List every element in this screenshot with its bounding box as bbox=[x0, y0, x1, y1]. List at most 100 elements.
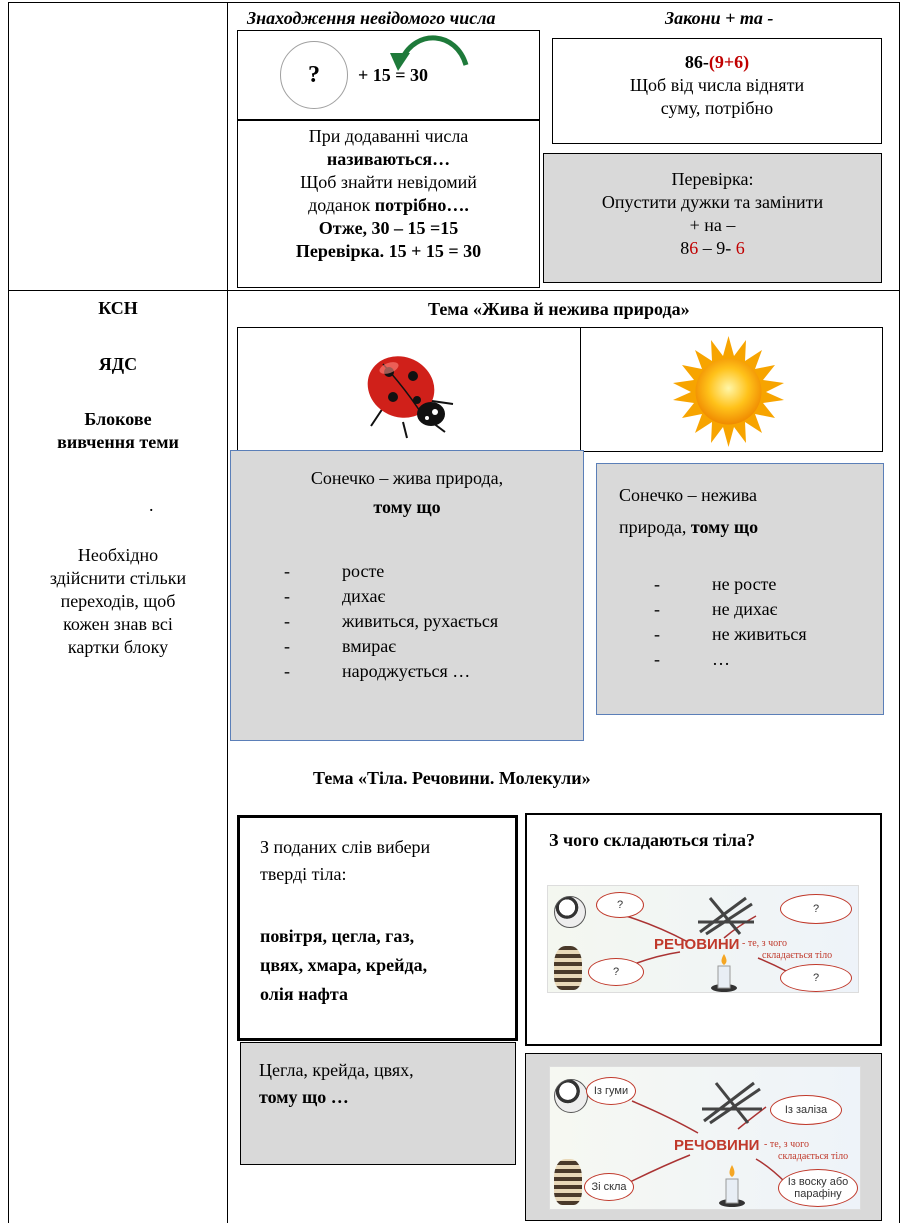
check-line-1: Перевірка: bbox=[671, 169, 754, 189]
law-line-2: суму, потрібно bbox=[660, 98, 774, 118]
answer-line-2: тому що … bbox=[259, 1087, 349, 1107]
sun-image-box bbox=[580, 327, 883, 452]
answer-line-1: Цегла, крейда, цвях, bbox=[259, 1060, 414, 1080]
list-item: народжується … bbox=[267, 659, 498, 684]
substances-sub-2b: складається тіло bbox=[778, 1151, 849, 1162]
table-border-right bbox=[899, 2, 900, 1223]
addition-line-2: називаються… bbox=[326, 149, 451, 169]
living-line-1: Сонечко – жива природа, bbox=[310, 468, 504, 488]
vase-icon bbox=[554, 946, 582, 990]
substances-diagram-questions: ? ? ? ? РЕЧОВИНИ - те, з чого складаєтьс… bbox=[547, 885, 859, 993]
left-yads: ЯДС bbox=[98, 354, 138, 374]
task-line-2: тверді тіла: bbox=[260, 864, 347, 884]
equation-box: ? + 15 = 30 bbox=[237, 30, 540, 120]
ladybug-icon bbox=[367, 356, 454, 439]
subtraction-law-box: 86-(9+6) Щоб від числа відняти суму, пот… bbox=[552, 38, 882, 144]
list-item: не живиться bbox=[637, 622, 807, 647]
answer-bubble-glass: Зі скла bbox=[584, 1173, 634, 1201]
note-line-3: переходів, щоб bbox=[60, 591, 176, 611]
ball-icon bbox=[554, 896, 586, 928]
left-ksn: КСН bbox=[98, 298, 138, 318]
nonliving-nature-card: Сонечко – нежива природа, тому що не рос… bbox=[596, 463, 884, 715]
left-note: Необхідно здійснити стільки переходів, щ… bbox=[9, 544, 227, 659]
nails-icon bbox=[702, 1081, 762, 1125]
substances-answer-card: Із гуми Із заліза Зі скла Із воску або п… bbox=[525, 1053, 882, 1221]
note-line-2: здійснити стільки bbox=[49, 568, 187, 588]
substances-sub-2a: - те, з чого bbox=[764, 1139, 809, 1150]
list-item: росте bbox=[267, 559, 498, 584]
answer-text: Цегла, крейда, цвях, тому що … bbox=[259, 1057, 414, 1111]
curved-arrow-icon bbox=[390, 35, 469, 71]
substances-question: З чого складаються тіла? bbox=[549, 830, 755, 850]
task-words: повітря, цегла, газ, цвях, хмара, крейда… bbox=[260, 922, 427, 1009]
table-row-divider bbox=[8, 290, 900, 291]
addition-line-1: При додаванні числа bbox=[308, 126, 469, 146]
bodies-title: Тема «Тіла. Речовини. Молекули» bbox=[313, 768, 591, 788]
check-line-2: Опустити дужки та замінити bbox=[601, 192, 824, 212]
answer-card: Цегла, крейда, цвях, тому що … bbox=[240, 1042, 516, 1165]
task-word-line-3: олія нафта bbox=[260, 984, 348, 1004]
sun-icon bbox=[673, 336, 784, 447]
substances-sub-1b: складається тіло bbox=[762, 950, 833, 961]
note-line-5: картки блоку bbox=[67, 637, 169, 657]
living-line-2: тому що bbox=[373, 497, 441, 517]
ladybug-image-box bbox=[237, 327, 582, 452]
list-item: не дихає bbox=[637, 597, 807, 622]
unknown-circle: ? bbox=[280, 41, 348, 109]
substances-diagram-answers: Із гуми Із заліза Зі скла Із воску або п… bbox=[549, 1066, 861, 1210]
question-bubble-3: ? bbox=[588, 958, 644, 986]
note-line-1: Необхідно bbox=[77, 545, 159, 565]
substances-question-card: З чого складаються тіла? ? ? ? ? РЕЧОВИН… bbox=[525, 813, 882, 1046]
list-item: живиться, рухається bbox=[267, 609, 498, 634]
nonliving-line-2: природа, тому що bbox=[619, 517, 759, 537]
solid-bodies-task-card: З поданих слів вибери тверді тіла: повіт… bbox=[237, 815, 518, 1041]
vase-icon bbox=[554, 1159, 582, 1205]
substances-label-1: РЕЧОВИНИ bbox=[654, 936, 740, 953]
list-item: не росте bbox=[637, 572, 807, 597]
list-item: вмирає bbox=[267, 634, 498, 659]
list-item: дихає bbox=[267, 584, 498, 609]
addition-rule-box: При додаванні числа називаються… Щоб зна… bbox=[237, 120, 540, 288]
ball-icon bbox=[554, 1079, 588, 1113]
addition-line-3: Щоб знайти невідомий bbox=[300, 172, 477, 192]
living-reasons-list: росте дихає живиться, рухається вмирає н… bbox=[267, 559, 498, 684]
nature-title: Тема «Жива й нежива природа» bbox=[428, 299, 690, 319]
answer-bubble-rubber: Із гуми bbox=[586, 1077, 636, 1105]
nonliving-line-1: Сонечко – нежива bbox=[619, 485, 758, 505]
header-unknown-number: Знаходження невідомого числа bbox=[247, 8, 496, 28]
left-dot: . bbox=[149, 495, 154, 515]
law-expression: 86-(9+6) bbox=[684, 52, 750, 72]
question-bubble-2: ? bbox=[780, 894, 852, 924]
check-box: Перевірка: Опустити дужки та замінити + … bbox=[543, 153, 882, 283]
equation-rest: + 15 = 30 bbox=[358, 65, 429, 85]
addition-line-6: Перевірка. 15 + 15 = 30 bbox=[295, 241, 482, 261]
law-line-1: Щоб від числа відняти bbox=[629, 75, 805, 95]
nonliving-reasons-list: не росте не дихає не живиться … bbox=[637, 572, 807, 672]
unknown-mark: ? bbox=[308, 61, 320, 88]
list-item: … bbox=[637, 647, 807, 672]
check-line-4: 86 – 9- 6 bbox=[680, 238, 745, 258]
answer-bubble-iron: Із заліза bbox=[770, 1095, 842, 1125]
note-line-4: кожен знав всі bbox=[63, 614, 173, 634]
header-laws: Закони + та - bbox=[665, 8, 774, 28]
substances-label-2: РЕЧОВИНИ bbox=[674, 1137, 760, 1154]
table-border-top bbox=[8, 2, 900, 3]
left-block-1: Блокове bbox=[84, 409, 152, 429]
substances-sub-1a: - те, з чого bbox=[742, 938, 787, 949]
task-instructions: З поданих слів вибери тверді тіла: bbox=[260, 834, 430, 888]
task-word-line-2: цвях, хмара, крейда, bbox=[260, 955, 428, 975]
candle-icon bbox=[719, 1165, 745, 1207]
table-column-divider bbox=[227, 2, 228, 1223]
addition-line-4: доданок потрібно…. bbox=[308, 195, 469, 215]
answer-bubble-wax: Із воску або парафіну bbox=[778, 1169, 858, 1207]
addition-line-5: Отже, 30 – 15 =15 bbox=[318, 218, 459, 238]
task-word-line-1: повітря, цегла, газ, bbox=[260, 926, 415, 946]
check-line-3: + на – bbox=[689, 215, 736, 235]
question-bubble-4: ? bbox=[780, 964, 852, 992]
nails-icon bbox=[698, 896, 754, 936]
task-line-1: З поданих слів вибери bbox=[260, 837, 431, 857]
candle-icon bbox=[711, 954, 737, 992]
living-nature-card: Сонечко – жива природа, тому що росте ди… bbox=[230, 450, 584, 741]
table-border-left bbox=[8, 2, 9, 1223]
left-block-2: вивчення теми bbox=[57, 432, 179, 452]
